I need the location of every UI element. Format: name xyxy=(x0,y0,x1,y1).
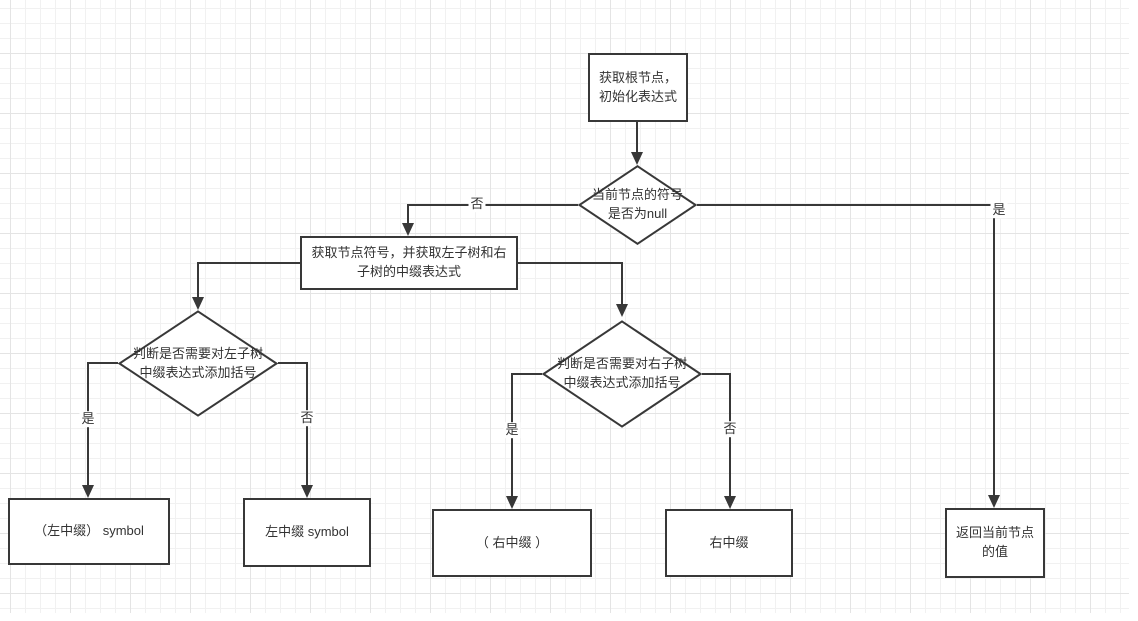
edge-right-no-segment[interactable] xyxy=(702,373,731,375)
edge-left-yes-arrowhead-icon[interactable] xyxy=(82,485,94,498)
node-get-symbol-text: 子树的中缀表达式 xyxy=(356,264,461,279)
node-return-value[interactable]: 返回当前节点 的值 xyxy=(945,508,1045,578)
edge-label-right-yes[interactable]: 是 xyxy=(503,422,521,438)
diamond-shape xyxy=(542,320,702,428)
edge-label-null-no[interactable]: 否 xyxy=(468,196,486,212)
node-start-text: 获取根节点， xyxy=(598,69,677,85)
node-start-text: 初始化表达式 xyxy=(598,88,677,104)
edge-label-left-no[interactable]: 否 xyxy=(298,410,316,426)
edge-right-yes-arrowhead-icon[interactable] xyxy=(506,496,518,509)
node-check-null-text: 当前节点的符号 是否为null xyxy=(591,187,683,221)
edge-left-no-arrowhead-icon[interactable] xyxy=(301,485,313,498)
edge-symbol-checkright-segment[interactable] xyxy=(517,262,623,264)
node-left-plain[interactable]: 左中缀 symbol xyxy=(243,498,371,567)
edge-null-yes-segment[interactable] xyxy=(993,204,995,497)
node-right-paren-text: （ 右中缀 ） xyxy=(475,534,549,550)
edge-symbol-checkright-segment[interactable] xyxy=(621,262,623,306)
diamond-shape xyxy=(578,165,697,245)
node-check-left[interactable]: 判断是否需要对左子树 中缀表达式添加括号 xyxy=(118,310,278,417)
node-right-paren[interactable]: （ 右中缀 ） xyxy=(432,509,592,577)
node-check-right-text: 判断是否需要对右子树 中缀表达式添加括号 xyxy=(556,356,687,390)
edge-symbol-checkright-arrowhead-icon[interactable] xyxy=(616,304,628,317)
node-check-null[interactable]: 当前节点的符号 是否为null xyxy=(578,165,697,245)
edge-label-null-yes[interactable]: 是 xyxy=(990,202,1008,218)
edge-start-checknull-arrowhead-icon[interactable] xyxy=(631,152,643,165)
edge-null-no-arrowhead-icon[interactable] xyxy=(402,223,414,236)
node-check-right[interactable]: 判断是否需要对右子树 中缀表达式添加括号 xyxy=(542,320,702,428)
node-start[interactable]: 获取根节点， 初始化表达式 xyxy=(588,53,688,122)
edge-symbol-checkleft-arrowhead-icon[interactable] xyxy=(192,297,204,310)
edge-null-yes-arrowhead-icon[interactable] xyxy=(988,495,1000,508)
node-left-plain-text: 左中缀 symbol xyxy=(265,524,349,540)
node-right-plain-text: 右中缀 xyxy=(709,534,749,550)
edge-null-no-segment[interactable] xyxy=(408,204,578,206)
node-return-value-text: 的值 xyxy=(981,544,1008,559)
edge-null-no-segment[interactable] xyxy=(407,204,409,225)
node-get-symbol-text: 获取节点符号，并获取左子树和右 xyxy=(311,245,507,261)
diamond-shape xyxy=(118,310,278,417)
edge-label-right-no[interactable]: 否 xyxy=(721,421,739,437)
edge-left-no-segment[interactable] xyxy=(278,362,308,364)
node-get-symbol[interactable]: 获取节点符号，并获取左子树和右 子树的中缀表达式 xyxy=(300,236,518,290)
edge-label-left-yes[interactable]: 是 xyxy=(79,411,97,427)
node-left-paren[interactable]: （左中缀） symbol xyxy=(8,498,170,565)
node-right-plain[interactable]: 右中缀 xyxy=(665,509,793,577)
edge-symbol-checkleft-segment[interactable] xyxy=(197,262,300,264)
edge-null-yes-segment[interactable] xyxy=(697,204,995,206)
edge-start-checknull-segment[interactable] xyxy=(636,122,638,156)
edge-right-yes-segment[interactable] xyxy=(512,373,542,375)
node-return-value-text: 返回当前节点 xyxy=(955,525,1034,541)
node-check-left-text: 判断是否需要对左子树 中缀表达式添加括号 xyxy=(132,345,263,380)
node-left-paren-text: （左中缀） symbol xyxy=(34,523,144,539)
edge-left-yes-segment[interactable] xyxy=(87,362,118,364)
edge-right-no-arrowhead-icon[interactable] xyxy=(724,496,736,509)
edge-symbol-checkleft-segment[interactable] xyxy=(197,262,199,299)
